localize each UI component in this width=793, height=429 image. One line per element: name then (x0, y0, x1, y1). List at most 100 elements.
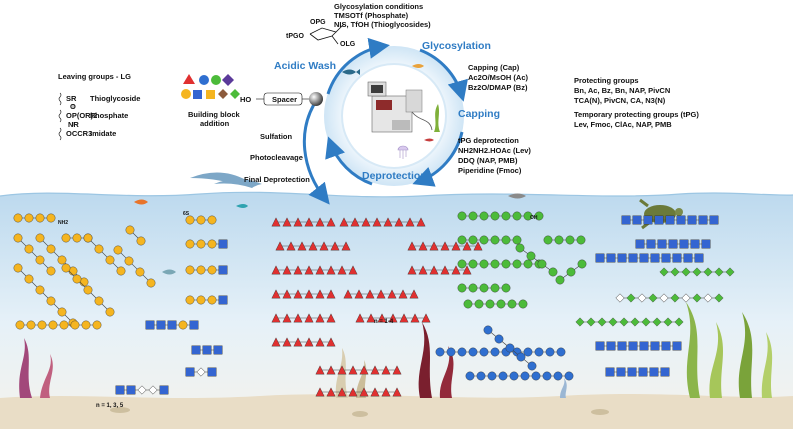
white-diamond-glyph (137, 385, 147, 395)
glcnac-glyph (213, 345, 223, 355)
galactose-glyph (185, 295, 195, 305)
fucose-glyph (315, 337, 325, 347)
building-block-label-2: addition (200, 119, 230, 128)
galactose-glyph (125, 225, 135, 235)
deprotection-line-1: tPG deprotection (458, 136, 519, 145)
lg-thio-group: SR (66, 94, 77, 103)
diamond-glyph (575, 317, 585, 327)
glucose-glyph (468, 347, 478, 357)
mannose-glyph (496, 299, 506, 309)
glcnac-glyph (639, 253, 649, 263)
glucose-glyph (479, 347, 489, 357)
capping-line-2: Ac2O/MsOH (Ac) (468, 73, 529, 82)
glcnac-glyph (668, 239, 678, 249)
glycan-bond (519, 247, 554, 273)
synthesizer-icon (367, 81, 433, 133)
mannose-glyph (526, 251, 536, 261)
mannose-glyph (490, 211, 500, 221)
mannose-glyph (479, 211, 489, 221)
glcnac-glyph (638, 367, 648, 377)
galactose-glyph (207, 265, 217, 275)
diamond-glyph (714, 293, 724, 303)
fucose-glyph (326, 365, 336, 375)
galactose-glyph (35, 213, 45, 223)
mannose-glyph (474, 299, 484, 309)
glcnac-glyph (202, 345, 212, 355)
galactose-glyph (105, 307, 115, 317)
post-sulfation: Sulfation (260, 132, 293, 141)
fucose-glyph (392, 387, 402, 397)
glycan-bond (17, 237, 52, 272)
fucose-glyph (359, 365, 369, 375)
diamond-glyph (692, 267, 702, 277)
galactose-glyph (35, 255, 45, 265)
mannose-glyph (501, 211, 511, 221)
galactose-glyph (196, 239, 206, 249)
fucose-glyph (297, 241, 307, 251)
glucose-glyph (520, 371, 530, 381)
glucose-glyph (435, 347, 445, 357)
fucose-glyph (365, 289, 375, 299)
mannose-glyph (457, 211, 467, 221)
galactose-glyph (94, 244, 104, 254)
galactose-glyph (185, 239, 195, 249)
mannose-glyph (523, 259, 533, 269)
galactose-glyph (124, 256, 134, 266)
mannose-glyph (515, 243, 525, 253)
galactose-glyph (57, 255, 67, 265)
fucose-glyph (359, 387, 369, 397)
diamond-glyph (714, 267, 724, 277)
glucose-glyph (487, 371, 497, 381)
galactose-glyph (61, 263, 71, 273)
mannose-glyph (554, 235, 564, 245)
mannose-glyph (457, 259, 467, 269)
resin-bead-icon (309, 92, 323, 106)
sugar-building-block (309, 23, 345, 45)
fucose-glyph (394, 217, 404, 227)
glcnac-glyph (676, 215, 686, 225)
galactose-glyph (72, 233, 82, 243)
galactose-glyph (46, 213, 56, 223)
diamond-glyph (641, 317, 651, 327)
resin-ho: HO (240, 95, 252, 104)
fucose-glyph (462, 241, 472, 251)
fucose-glyph (315, 313, 325, 323)
fucose-glyph (271, 289, 281, 299)
fucose-glyph (348, 365, 358, 375)
glucose-glyph (553, 371, 563, 381)
mannose-glyph (463, 299, 473, 309)
fucose-glyph (388, 313, 398, 323)
diamond-glyph (630, 317, 640, 327)
galactose-glyph (72, 274, 82, 284)
fucose-glyph (315, 217, 325, 227)
glycosylation-conditions-2: NIS, TfOH (Thioglycosides) (334, 20, 431, 29)
glcnac-glyph (679, 239, 689, 249)
fucose-glyph (387, 289, 397, 299)
diamond-glyph (692, 293, 702, 303)
fucose-glyph (293, 217, 303, 227)
fucose-glyph (326, 217, 336, 227)
glcnac-glyph (635, 239, 645, 249)
seaweed-icon (434, 104, 440, 132)
sea-background (0, 192, 793, 429)
glcnac-glyph (654, 215, 664, 225)
galactose-glyph (83, 233, 93, 243)
galactose-glyph (70, 320, 80, 330)
temp-protecting-groups-line: Lev, Fmoc, ClAc, NAP, PMB (574, 120, 672, 129)
mannose-glyph (534, 211, 544, 221)
diamond-glyph (652, 317, 662, 327)
glucose-glyph (527, 361, 537, 371)
fucose-glyph (381, 387, 391, 397)
glcnac-glyph (628, 341, 638, 351)
fucose-glyph (339, 217, 349, 227)
repeat-label-2: n = 1, 3, 5 (96, 403, 124, 409)
glucose-glyph (498, 371, 508, 381)
galactose-glyph (196, 265, 206, 275)
galactose-glyph (196, 295, 206, 305)
glucose-glyph (516, 352, 526, 362)
galactose-glyph (13, 263, 23, 273)
white-diamond-glyph (703, 293, 713, 303)
fucose-glyph (418, 241, 428, 251)
